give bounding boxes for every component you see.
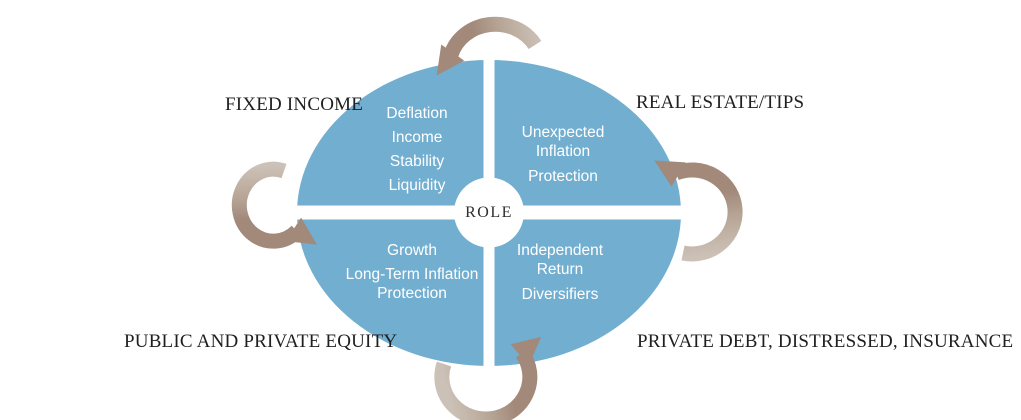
role-phrase: Long-Term Inflation Protection — [345, 266, 479, 302]
label-real-estate-tips: REAL ESTATE/TIPS — [636, 92, 805, 113]
quadrant-private-debt-roles: Independent Return Diversifiers — [498, 241, 622, 304]
rotation-arrow-top-icon — [436, 16, 542, 76]
center-role-label: ROLE — [465, 204, 513, 221]
role-phrase: Unexpected Inflation — [521, 124, 605, 160]
label-fixed-income: FIXED INCOME — [225, 94, 364, 115]
rotation-arrow-left-icon — [231, 161, 317, 249]
role-phrase: Diversifiers — [521, 286, 599, 303]
quadrant-fixed-income-roles: Deflation Income Stability Liquidity — [337, 104, 497, 195]
role-phrase: Deflation — [386, 105, 448, 122]
role-phrase: Protection — [528, 168, 598, 185]
role-phrase: Liquidity — [388, 177, 446, 194]
center-circle — [454, 177, 524, 248]
rotation-arrow-bottom-icon — [434, 336, 542, 420]
quadrant-real-estate-roles: Unexpected Inflation Protection — [503, 123, 623, 186]
label-private-debt-distressed-insurance: PRIVATE DEBT, DISTRESSED, INSURANCE — [637, 331, 1014, 352]
role-phrase: Independent Return — [516, 242, 604, 278]
quadrant-equity-roles: Growth Long-Term Inflation Protection — [327, 241, 497, 303]
role-phrase: Income — [391, 129, 443, 146]
label-public-private-equity: PUBLIC AND PRIVATE EQUITY — [124, 331, 398, 352]
role-phrase: Stability — [389, 153, 445, 170]
rotation-arrow-right-icon — [654, 160, 743, 262]
role-phrase: Growth — [387, 242, 437, 259]
